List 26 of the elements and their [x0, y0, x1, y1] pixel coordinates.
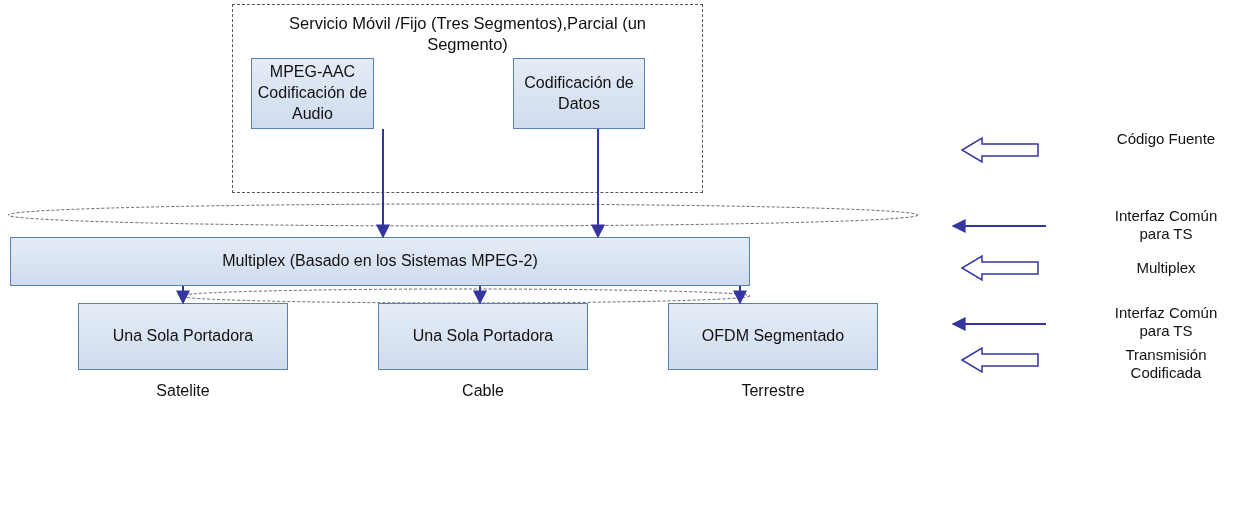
arrow: [591, 128, 605, 239]
service-group-box: [232, 4, 703, 193]
layer-label: Interfaz Común para TS: [1113, 207, 1219, 243]
node-caption: Cable: [461, 382, 505, 400]
box-label: Servicio Móvil /Fijo (Tres Segmentos),Parcial (un Segmento): [288, 13, 647, 56]
box-label: Una Sola Portadora: [112, 326, 254, 347]
process-box: [668, 303, 878, 370]
box-label: MPEG-AAC Codificación de Audio: [256, 62, 369, 124]
node-caption: Satelite: [155, 382, 211, 400]
process-box: [378, 303, 588, 370]
node-caption: Terrestre: [740, 382, 806, 400]
box-label: Una Sola Portadora: [412, 326, 554, 347]
process-box: [10, 237, 750, 286]
box-label: OFDM Segmentado: [701, 326, 845, 347]
arrow: [733, 285, 747, 305]
process-box: [513, 58, 645, 129]
box-label: Multiplex (Basado en los Sistemas MPEG-2): [222, 251, 538, 272]
layer-label: Código Fuente: [1115, 130, 1217, 148]
arrow: [176, 285, 190, 305]
box-label: Codificación de Datos: [523, 72, 635, 114]
arrow: [376, 128, 390, 239]
layer-label: Multiplex: [1135, 259, 1197, 277]
layer-label: Transmisión Codificada: [1124, 346, 1208, 382]
process-box: [78, 303, 288, 370]
layer-label: Interfaz Común para TS: [1113, 304, 1219, 340]
arrow: [473, 285, 487, 305]
